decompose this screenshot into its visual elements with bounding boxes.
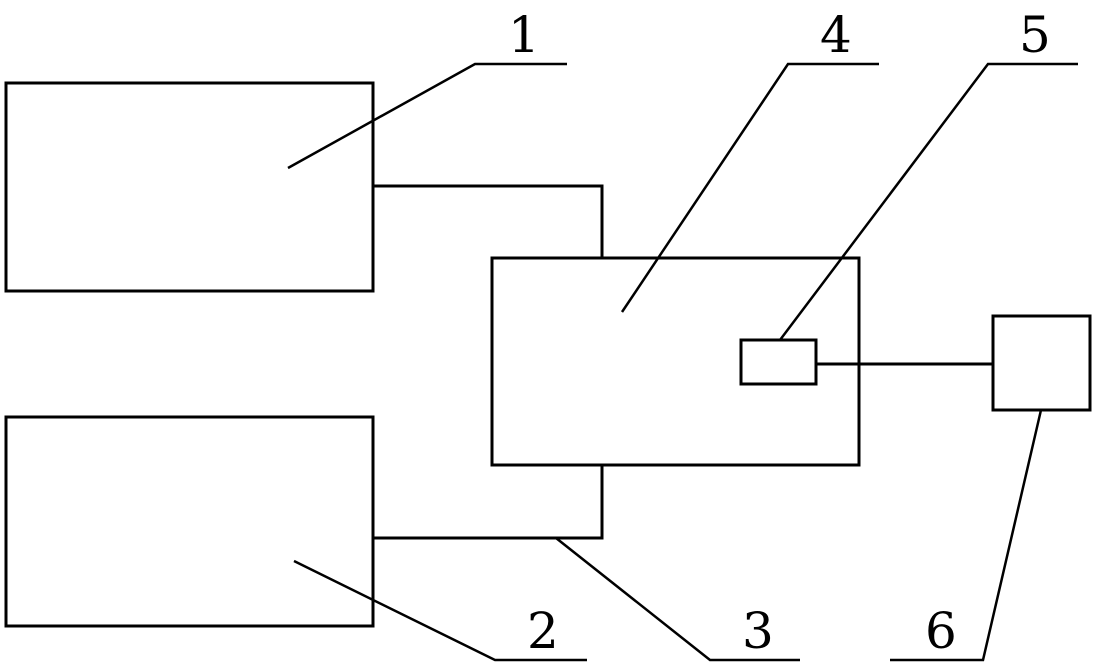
label-2: 2: [527, 602, 559, 660]
wire-1-to-4: [373, 184, 604, 258]
component-1-box: [4, 81, 375, 293]
component-4-box: [490, 256, 861, 467]
label-1: 1: [508, 6, 540, 64]
label-5: 5: [1019, 6, 1051, 64]
leader-5: [779, 62, 1078, 341]
label-6: 6: [925, 602, 957, 660]
component-5-box: [739, 338, 818, 386]
label-4: 4: [820, 6, 852, 64]
leader-1: [287, 62, 567, 170]
label-3: 3: [742, 602, 774, 660]
component-6-box: [991, 314, 1092, 412]
wire-2-to-4: [373, 465, 604, 540]
component-2-box: [4, 415, 375, 628]
leader-3: [555, 537, 800, 662]
leader-6: [890, 409, 1043, 662]
leader-4: [620, 62, 879, 313]
leader-2: [293, 559, 587, 662]
